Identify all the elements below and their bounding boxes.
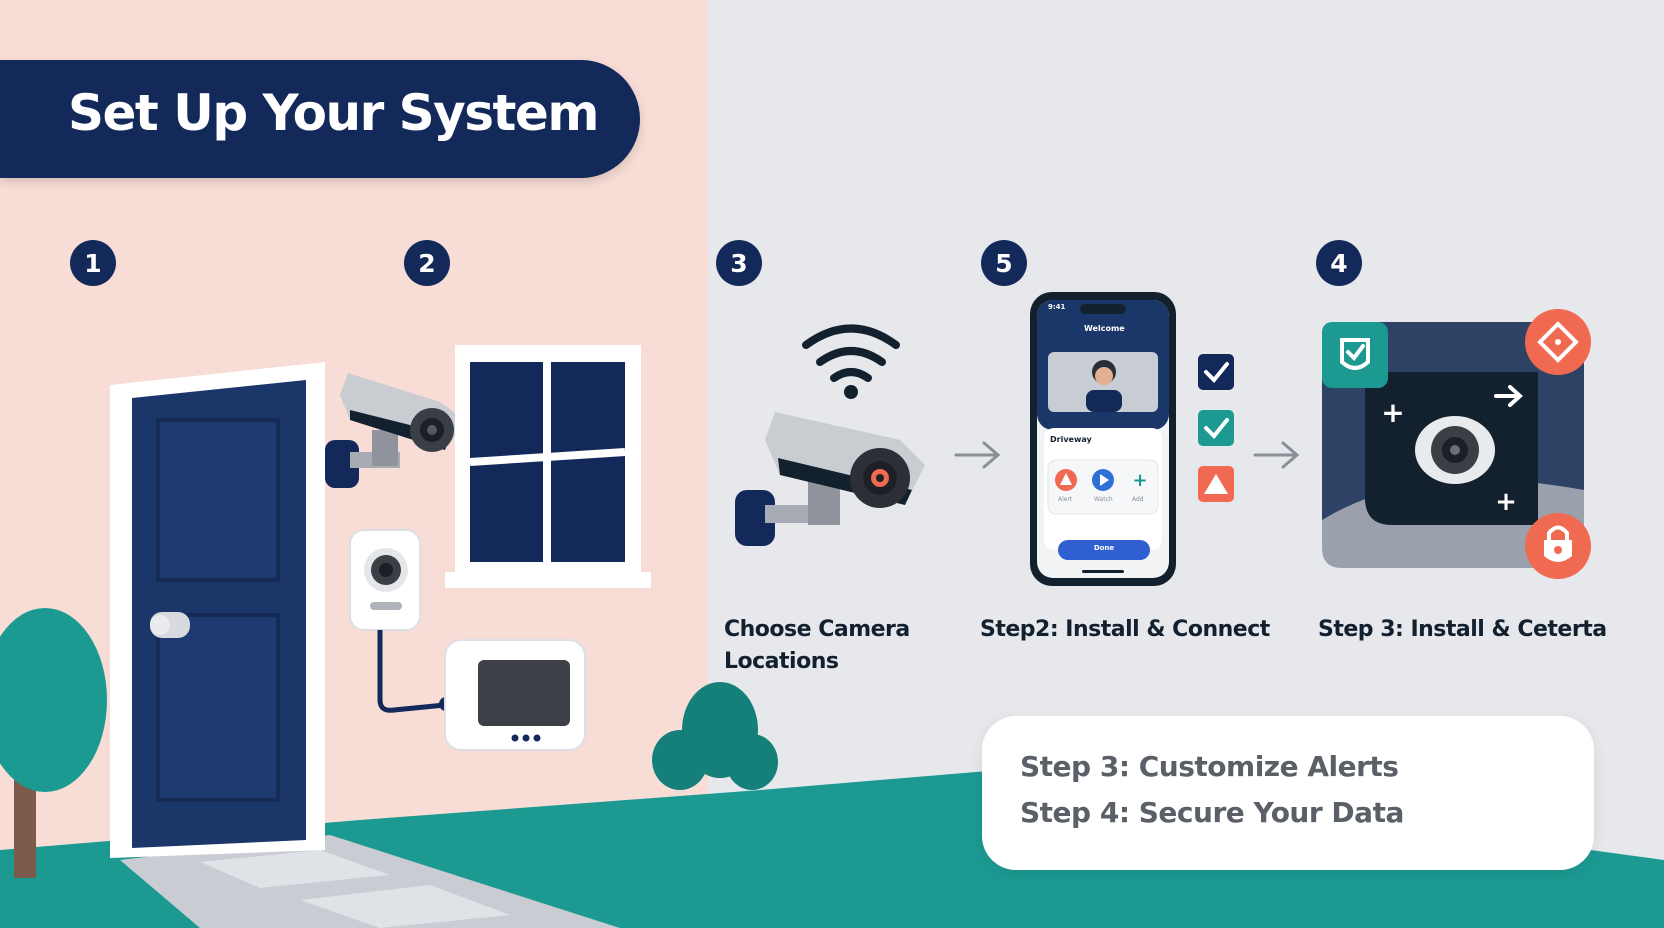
svg-text:+: + bbox=[1381, 396, 1404, 429]
step-badge: 3 bbox=[716, 240, 762, 286]
step-badge: 4 bbox=[1316, 240, 1362, 286]
svg-text:+: + bbox=[1132, 470, 1147, 491]
alert-diamond-icon bbox=[1525, 309, 1591, 375]
bush-icon bbox=[652, 682, 778, 790]
phone-status-time: 9:41 bbox=[1048, 303, 1066, 311]
caption-install-center: Step 3: Install & Ceterta bbox=[1318, 617, 1607, 642]
page-title: Set Up Your System bbox=[68, 84, 599, 142]
shield-check-icon bbox=[1322, 322, 1388, 388]
step-badge: 2 bbox=[404, 240, 450, 286]
title-banner bbox=[0, 60, 640, 178]
window-icon bbox=[445, 345, 651, 588]
caption-install-connect: Step2: Install & Connect bbox=[980, 617, 1270, 642]
caption-line: Choose Camera bbox=[724, 617, 910, 642]
lock-icon bbox=[1525, 513, 1591, 579]
cable bbox=[377, 630, 446, 713]
arrow-right-icon bbox=[1253, 441, 1300, 469]
alert-triangle-icon bbox=[1198, 466, 1234, 502]
step-line: Step 4: Secure Your Data bbox=[1020, 796, 1404, 829]
caption-choose-camera: Choose Camera Locations bbox=[724, 614, 910, 678]
steps-card bbox=[982, 716, 1594, 870]
checkbox-icon bbox=[1198, 354, 1234, 390]
doorbell-camera-icon bbox=[349, 529, 421, 631]
step-badge: 5 bbox=[981, 240, 1027, 286]
smartphone-icon: + bbox=[1030, 292, 1176, 586]
svg-text:+: + bbox=[1495, 487, 1517, 517]
phone-button: Done bbox=[1093, 544, 1115, 552]
caption-line: Locations bbox=[724, 649, 839, 674]
phone-header-title: Welcome bbox=[1084, 324, 1125, 333]
camera-lens-icon: + + bbox=[1322, 322, 1584, 568]
arrow-right-icon bbox=[954, 441, 1001, 469]
security-camera-icon bbox=[735, 412, 925, 546]
security-camera-icon bbox=[325, 373, 465, 488]
phone-action-label: Alert bbox=[1058, 496, 1073, 503]
step-badge: 1 bbox=[70, 240, 116, 286]
control-panel-icon bbox=[444, 639, 586, 751]
wifi-icon bbox=[802, 324, 900, 382]
door-icon bbox=[110, 362, 325, 858]
step-line: Step 3: Customize Alerts bbox=[1020, 750, 1399, 783]
tree-icon bbox=[0, 608, 107, 878]
phone-card-title: Driveway bbox=[1050, 435, 1092, 444]
checkbox-icon bbox=[1198, 410, 1234, 446]
phone-action-label: Add bbox=[1132, 496, 1144, 503]
phone-action-label: Watch bbox=[1094, 496, 1113, 503]
